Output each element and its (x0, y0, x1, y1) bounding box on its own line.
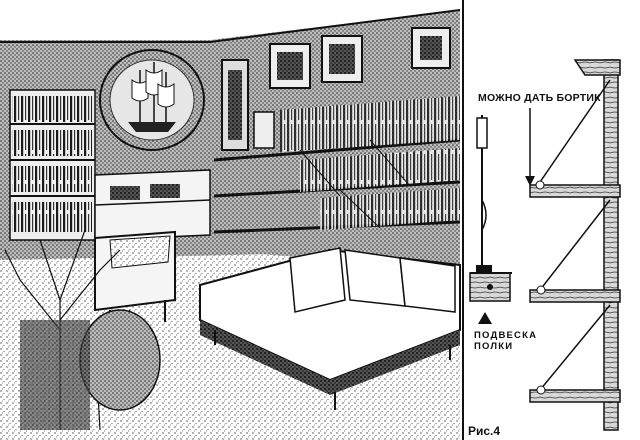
hanging-label-line2: ПОЛКИ (474, 341, 514, 352)
left-bookshelf (9, 89, 96, 241)
ledge-arrow (525, 108, 535, 186)
armchair (94, 230, 176, 330)
figure-caption: Рис.4 (468, 424, 501, 438)
hanging-arrow (478, 312, 492, 324)
plant-pot (79, 309, 161, 411)
shelf-2 (529, 199, 621, 303)
room-illustration (0, 0, 464, 440)
wall-shelving (213, 96, 461, 234)
wall-pictures (221, 27, 451, 151)
corner-cabinet (94, 169, 211, 241)
hanging-label: ПОДВЕСКА ПОЛКИ (474, 330, 537, 352)
shelf-1 (529, 79, 621, 198)
hanger-detail (469, 115, 512, 302)
shelf-3 (529, 304, 621, 403)
ledge-note-label: МОЖНО ДАТЬ БОРТИК (478, 92, 601, 104)
shelf-diagram (469, 59, 621, 431)
floor-shadow (20, 320, 90, 430)
hanging-label-line1: ПОДВЕСКА (474, 330, 538, 341)
ship-medallion (99, 49, 205, 151)
sofa (199, 247, 461, 410)
wall-post (603, 59, 619, 431)
